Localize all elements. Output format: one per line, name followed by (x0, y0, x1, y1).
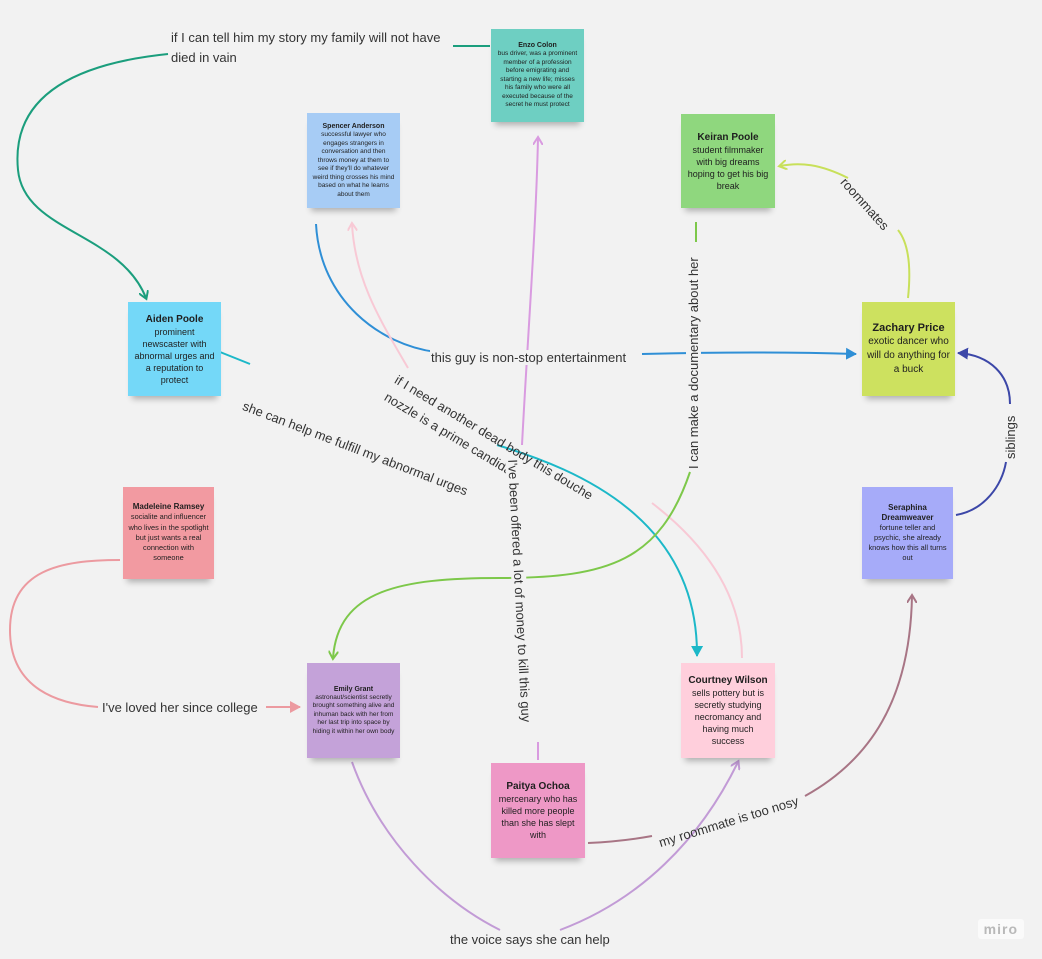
edge-seraphina-zachary-end[interactable] (957, 347, 1011, 405)
edge-spencer-zachary-end[interactable] (641, 347, 857, 360)
edge-label-spencer-zachary[interactable]: this guy is non-stop entertainment (430, 350, 628, 365)
note-spencer-anderson[interactable]: Spencer Anderson successful lawyer who e… (307, 113, 400, 208)
note-aiden-poole[interactable]: Aiden Poole prominent newscaster with ab… (128, 302, 221, 396)
note-title: Madeleine Ramsey (132, 502, 205, 512)
edge-label-paitya-seraphina[interactable]: my roommate is too nosy (656, 793, 801, 851)
note-body: student filmmaker with big dreams hoping… (687, 144, 769, 191)
edge-seraphina-zachary[interactable] (955, 461, 1007, 516)
note-title: Seraphina Dreamweaver (881, 502, 934, 522)
note-paitya-ochoa[interactable]: Paitya Ochoa mercenary who has killed mo… (491, 763, 585, 858)
note-title: Courtney Wilson (688, 675, 768, 686)
edge-courtney-spencer[interactable] (651, 502, 743, 659)
edge-label-enzo-aiden[interactable]: if I can tell him my story my family wil… (171, 30, 441, 65)
note-keiran-poole[interactable]: Keiran Poole student filmmaker with big … (681, 114, 775, 208)
edge-paitya-seraphina[interactable] (587, 835, 653, 844)
note-body: fortune teller and psychic, she already … (868, 522, 947, 563)
edge-enzo-aiden-curve[interactable] (16, 53, 169, 298)
edge-paitya-enzo-mid[interactable] (521, 138, 538, 446)
note-body: socialite and influencer who lives in th… (128, 512, 209, 563)
edge-label-seraphina-zachary[interactable]: siblings (1003, 415, 1018, 459)
note-seraphina-dreamweaver[interactable]: Seraphina Dreamweaver fortune teller and… (862, 487, 953, 579)
edge-madeleine-emily[interactable] (8, 559, 121, 708)
edge-aiden-courtney[interactable] (219, 351, 251, 365)
edge-label-paitya-enzo[interactable]: I've been offered a lot of money to kill… (505, 458, 534, 724)
edge-emily-courtney-end[interactable] (559, 762, 738, 931)
edge-emily-courtney[interactable] (351, 761, 501, 931)
note-title: Paitya Ochoa (506, 781, 570, 792)
note-madeleine-ramsey[interactable]: Madeleine Ramsey socialite and influence… (123, 487, 214, 579)
note-zachary-price[interactable]: Zachary Price exotic dancer who will do … (862, 302, 955, 396)
note-title: Zachary Price (872, 322, 945, 334)
note-courtney-wilson[interactable]: Courtney Wilson sells pottery but is sec… (681, 663, 775, 758)
note-body: sells pottery but is secretly studying n… (691, 688, 765, 746)
note-body: exotic dancer who will do anything for a… (867, 336, 950, 375)
miro-logo: miro (977, 919, 1024, 939)
edge-courtney-spencer-end[interactable] (352, 224, 409, 369)
edge-paitya-seraphina-end[interactable] (804, 596, 912, 797)
note-emily-grant[interactable]: Emily Grant astronaut/scientist secretly… (307, 663, 400, 758)
note-title: Emily Grant (333, 685, 374, 693)
note-title: Keiran Poole (697, 131, 759, 143)
note-body: successful lawyer who engages strangers … (312, 131, 395, 198)
note-body: mercenary who has killed more people tha… (498, 794, 578, 840)
note-body: astronaut/scientist secretly brought som… (312, 693, 395, 735)
note-body: prominent newscaster with abnormal urges… (134, 326, 215, 385)
edge-label-madeleine-emily[interactable]: I've loved her since college (102, 700, 258, 715)
edge-zachary-keiran[interactable] (897, 229, 911, 299)
edge-label-courtney-spencer[interactable]: if I need another dead body this douche … (381, 372, 596, 503)
note-enzo-colon[interactable]: Enzo Colon bus driver, was a prominent m… (491, 29, 584, 122)
edge-label-zachary-keiran[interactable]: roommates (837, 174, 893, 234)
note-title: Aiden Poole (145, 313, 204, 325)
edge-label-emily-courtney[interactable]: the voice says she can help (450, 932, 610, 947)
note-body: bus driver, was a prominent member of a … (497, 50, 578, 109)
edge-zachary-keiran-end[interactable] (780, 164, 849, 179)
edge-spencer-zachary[interactable] (315, 223, 437, 353)
edge-label-keiran-emily[interactable]: I can make a documentary about her (686, 256, 701, 470)
note-title: Enzo Colon (518, 42, 557, 50)
note-title: Spencer Anderson (322, 123, 385, 130)
